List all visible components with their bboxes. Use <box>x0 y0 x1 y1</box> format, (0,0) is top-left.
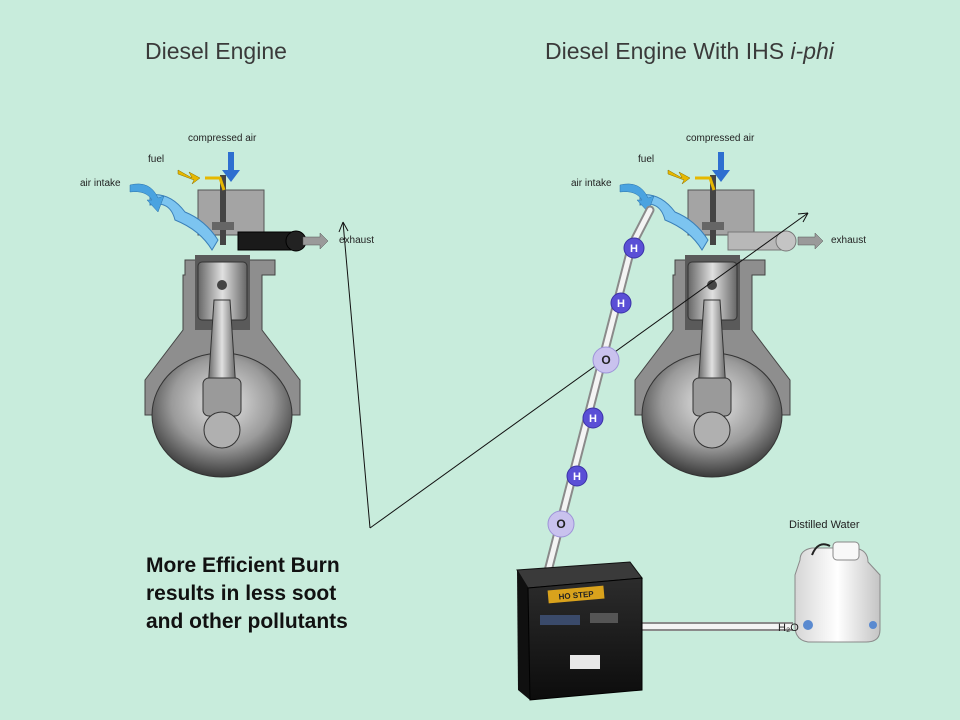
tank-hose <box>811 543 831 556</box>
left-engine <box>129 152 329 478</box>
right-valve-cap <box>702 222 724 230</box>
right-compressed-air-label: compressed air <box>686 133 755 144</box>
molecule-label-1: H <box>617 298 625 310</box>
tank-cap <box>832 541 860 561</box>
water-tank <box>794 541 881 643</box>
left-injector <box>220 175 226 245</box>
molecule-o-5 <box>547 510 575 538</box>
right-exhaust-arrow <box>797 232 824 250</box>
right-air-intake-label: air intake <box>571 178 612 189</box>
caption-line-2: results in less soot <box>146 582 337 605</box>
pointer-line-right <box>369 212 809 529</box>
left-exhaust-arrow <box>302 232 329 250</box>
right-injector <box>710 175 716 245</box>
caption: More Efficient Burn results in less soot… <box>146 552 446 636</box>
box-sticker <box>570 655 600 669</box>
right-crank-circle <box>693 411 731 449</box>
molecule-label-3: H <box>589 413 597 425</box>
tank-body <box>794 547 881 643</box>
left-intake-pipe <box>149 194 219 251</box>
left-conrod-end <box>202 377 242 417</box>
molecule-label-2: O <box>601 353 610 367</box>
water-tube <box>638 624 793 629</box>
left-air-intake-label: air intake <box>80 178 121 189</box>
right-engine <box>619 152 824 478</box>
right-fuel-label: fuel <box>638 154 655 165</box>
right-air-intake-arrow <box>619 183 655 213</box>
left-fuel-arrow <box>177 169 201 185</box>
box-front <box>527 577 643 701</box>
left-compressed-air-arrow <box>222 152 240 182</box>
left-compressed-air-label: compressed air <box>188 133 257 144</box>
left-exhaust-label: exhaust <box>339 235 375 246</box>
right-title-italic: i-phi <box>790 38 834 64</box>
molecule-h-4 <box>566 465 588 487</box>
right-fuel-arrow <box>667 169 691 185</box>
right-fuel-line <box>695 176 716 191</box>
pointer-arrowhead-right <box>797 212 809 223</box>
molecule-h-3 <box>582 407 604 429</box>
pointer-arrowhead-left <box>338 221 349 233</box>
left-valve-cap <box>212 222 234 230</box>
molecule-label-0: H <box>630 243 638 255</box>
right-conrod-end <box>692 377 732 417</box>
distilled-water-label: Distilled Water <box>789 519 860 531</box>
left-title: Diesel Engine <box>145 38 287 64</box>
right-title-text: Diesel Engine With IHS <box>545 38 791 64</box>
left-piston-pin <box>217 280 227 290</box>
right-intake-pipe <box>639 194 709 251</box>
box-label-strip <box>547 585 605 604</box>
left-air-intake-arrow <box>129 183 165 213</box>
molecule-h-1 <box>610 292 632 314</box>
tank-fitting-left <box>803 620 813 630</box>
molecule-o-2 <box>592 346 620 374</box>
right-exhaust-label: exhaust <box>831 235 867 246</box>
box-logo-2 <box>590 613 618 623</box>
molecule-label-4: H <box>573 471 581 483</box>
molecule-h-0 <box>623 237 645 259</box>
right-compressed-air-arrow <box>712 152 730 182</box>
h2o-label: H₂O <box>778 622 799 634</box>
left-fuel-line <box>205 176 226 191</box>
caption-line-3: and other pollutants <box>146 610 348 633</box>
box-label-text: HO STEP <box>558 589 594 601</box>
right-title: Diesel Engine With IHS i-phi <box>545 38 834 65</box>
pointer-line-left <box>342 221 371 529</box>
left-crank-circle <box>203 411 241 449</box>
right-piston-pin <box>707 280 717 290</box>
hydrogen-generator-box: HO STEP <box>516 561 643 701</box>
left-fuel-label: fuel <box>148 154 165 165</box>
caption-line-1: More Efficient Burn <box>146 554 340 577</box>
tank-fitting-right <box>869 621 877 629</box>
molecule-chain: H H O H H O <box>547 237 645 538</box>
right-exhaust-end <box>775 230 797 252</box>
molecule-label-5: O <box>556 517 565 531</box>
box-side <box>517 570 530 700</box>
box-logo-1 <box>540 615 580 625</box>
